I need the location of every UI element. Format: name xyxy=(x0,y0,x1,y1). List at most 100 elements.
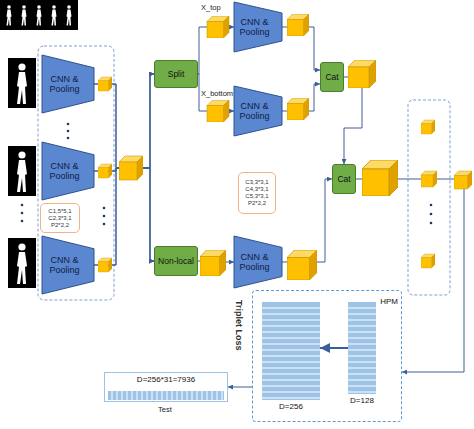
feature-cube xyxy=(98,164,112,178)
connector-line xyxy=(344,77,362,164)
shape-part xyxy=(162,391,163,400)
shape-part xyxy=(21,204,24,207)
feature-cube xyxy=(348,60,376,88)
shape-part xyxy=(32,3,46,28)
connector-line xyxy=(282,179,332,262)
shape-part xyxy=(127,391,128,400)
node-text: HPM xyxy=(380,297,398,306)
shape-part xyxy=(348,314,376,315)
node-text: Cat xyxy=(337,175,350,184)
shape-part xyxy=(262,374,320,375)
node-text: CNN & Pooling xyxy=(234,17,275,37)
feature-cube xyxy=(421,171,437,187)
shape-part xyxy=(167,391,168,400)
connector-line xyxy=(94,74,154,168)
feature-cube xyxy=(98,77,112,91)
shape-part xyxy=(137,391,138,400)
shape-part xyxy=(142,391,143,400)
feature-cube xyxy=(421,254,435,268)
op-box: Cat xyxy=(332,164,356,194)
shape-part xyxy=(348,326,376,327)
connector-line xyxy=(94,168,154,261)
edge-label: Test xyxy=(158,405,172,414)
shape-part xyxy=(262,398,320,399)
feature-cube xyxy=(454,171,472,189)
node-text: CNN & Pooling xyxy=(42,74,87,94)
shape-part xyxy=(42,236,94,294)
node-text: C3,3*3,1 xyxy=(245,179,268,186)
feature-cube xyxy=(421,120,435,134)
shape-part xyxy=(262,392,320,393)
silhouette-frame xyxy=(8,58,36,108)
shape-part xyxy=(21,212,24,215)
shape-part xyxy=(348,380,376,381)
shape-part xyxy=(262,356,320,357)
cnn-block: CNN & Pooling xyxy=(42,236,94,294)
node-text: C5,3*3,1 xyxy=(245,193,268,200)
node-text: CNN & Pooling xyxy=(234,252,275,272)
feature-cube xyxy=(287,14,309,36)
cnn-block: CNN & Pooling xyxy=(234,86,282,136)
shape-part xyxy=(348,320,376,321)
shape-part xyxy=(430,204,433,207)
shape-part xyxy=(117,391,118,400)
shape-part xyxy=(262,326,320,327)
node-text: CNN & Pooling xyxy=(234,101,275,121)
op-box: Non-local xyxy=(154,246,198,276)
shape-part xyxy=(67,123,70,126)
node-text: CNN & Pooling xyxy=(42,255,87,275)
node-text: D=256 xyxy=(256,402,326,411)
shape-part xyxy=(262,332,320,333)
node-text: CNN & Pooling xyxy=(42,161,87,181)
op-box: Cat xyxy=(320,62,344,92)
connector-line xyxy=(320,347,348,349)
shape-part xyxy=(262,308,320,309)
shape-part xyxy=(192,391,193,400)
shape-part xyxy=(348,332,376,333)
shape-part xyxy=(212,391,213,400)
hpm-panel: HPM D=256 D=128 xyxy=(252,290,402,422)
shape-part xyxy=(348,392,376,393)
shape-part xyxy=(348,374,376,375)
shape-part xyxy=(157,391,158,400)
shape-part xyxy=(348,338,376,339)
shape-part xyxy=(262,344,320,345)
shape-part xyxy=(262,386,320,387)
connector-line xyxy=(94,74,154,171)
param-box: C3,3*3,1C4,3*3,1C5,3*3,1P2*2,2 xyxy=(238,172,276,214)
feature-cube xyxy=(362,160,398,196)
silhouette-strip xyxy=(0,0,78,30)
shape-part xyxy=(217,391,218,400)
shape-part xyxy=(152,391,153,400)
shape-part xyxy=(234,2,282,52)
node-text: Split xyxy=(168,70,185,79)
shape-part xyxy=(234,236,282,288)
feature-stack: D=128 xyxy=(348,302,376,394)
node-text: C2,3*3,1 xyxy=(48,215,71,222)
shape-part xyxy=(262,338,320,339)
shape-part xyxy=(348,356,376,357)
node-text: C1,5*5,1 xyxy=(48,208,71,215)
feature-cube xyxy=(119,156,143,180)
shape-part xyxy=(348,386,376,387)
shape-part xyxy=(348,362,376,363)
op-box: Split xyxy=(154,60,198,88)
cnn-block: CNN & Pooling xyxy=(234,236,282,288)
shape-part xyxy=(182,391,183,400)
feature-cube xyxy=(287,98,309,120)
shape-part xyxy=(112,391,113,400)
feature-cube xyxy=(98,258,112,272)
shape-part xyxy=(262,314,320,315)
shape-part xyxy=(262,368,320,369)
shape-part xyxy=(262,302,320,400)
silhouette-frame xyxy=(8,146,36,196)
connector-line xyxy=(94,74,154,265)
shape-part xyxy=(262,320,320,321)
node-text: P2*2,2 xyxy=(51,222,69,229)
shape-part xyxy=(132,391,133,400)
shape-part xyxy=(348,350,376,351)
shape-part xyxy=(234,86,282,136)
ellipsis-dots xyxy=(21,123,433,226)
shape-part xyxy=(177,391,178,400)
param-box: C1,5*5,1C2,3*3,1P2*2,2 xyxy=(40,203,80,233)
